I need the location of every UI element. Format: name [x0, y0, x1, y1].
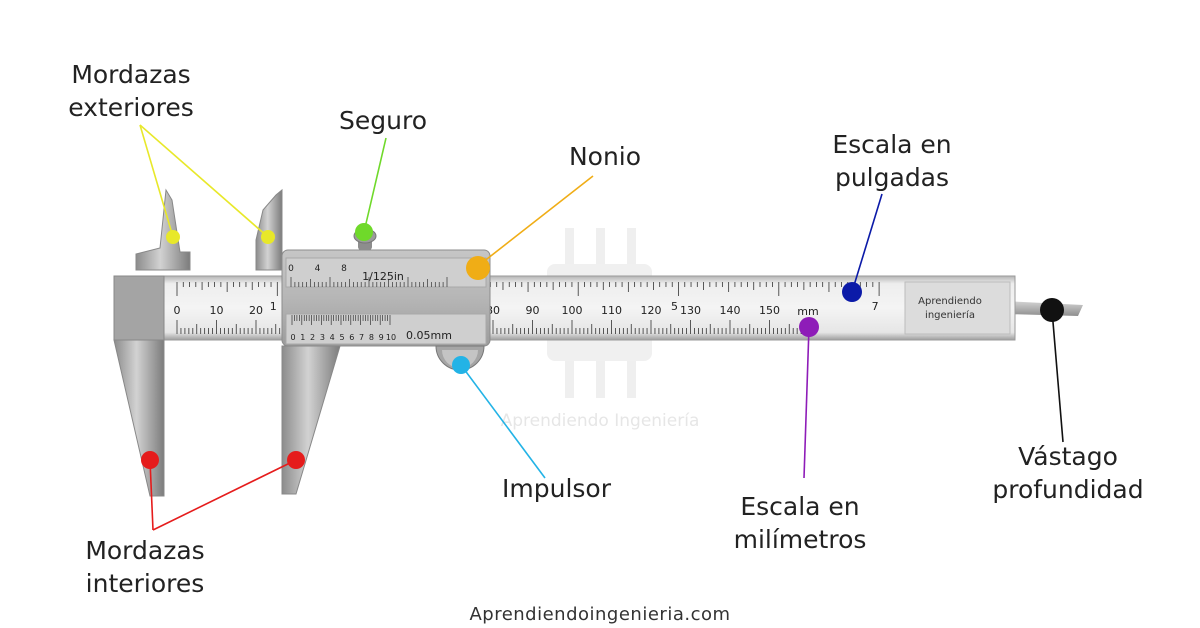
label-mm-scale-line-1: Escala en	[740, 492, 860, 521]
label-outer-jaws: Mordazas exteriores	[50, 58, 212, 124]
lock-dot	[355, 223, 373, 241]
outer-jaws-leader-2	[139, 124, 269, 238]
label-inch-scale-line-2: pulgadas	[834, 163, 950, 192]
outer-jaws-leader-1	[139, 124, 174, 238]
mm-number: 150	[759, 304, 780, 317]
vernier-mm-unit: 0.05mm	[406, 329, 452, 342]
vernier-mm-number: 2	[310, 333, 315, 342]
label-inner-jaws: Mordazas interiores	[60, 534, 230, 600]
vernier-mm-number: 1	[300, 333, 305, 342]
inch-number: 1	[270, 300, 277, 313]
vernier-mm-number: 8	[369, 333, 374, 342]
label-lock-text: Seguro	[339, 106, 427, 135]
thumb-wheel-dot	[452, 356, 470, 374]
callouts	[139, 124, 1064, 531]
vernier-inch-unit: 1/125in	[362, 270, 404, 283]
label-depth-rod-line-1: Vástago	[1018, 442, 1118, 471]
brand-plate-line-2: ingeniería	[925, 309, 975, 321]
inner-jaws-dot-1	[141, 451, 159, 469]
vernier-inch-number: 0	[288, 264, 294, 274]
mm-number: 10	[210, 304, 224, 317]
outer-jaws-dot-1	[166, 230, 180, 244]
inner-jaws-dot-2	[287, 451, 305, 469]
depth-rod-leader	[1051, 309, 1064, 443]
inch-scale-leader	[851, 193, 883, 293]
label-mm-scale-line-2: milímetros	[733, 525, 867, 554]
watermark-text: Aprendiendo Ingeniería	[501, 411, 700, 431]
mm-scale-leader	[803, 326, 810, 479]
vernier-mm-number: 7	[359, 333, 364, 342]
vernier-mm-number: 3	[320, 333, 325, 342]
thumb-wheel-leader	[460, 364, 546, 479]
vernier-inch-number: 4	[315, 264, 321, 274]
mm-number: 0	[174, 304, 181, 317]
mm-number: 110	[601, 304, 622, 317]
label-vernier-text: Nonio	[568, 142, 642, 171]
label-inner-jaws-line-1: Mordazas	[85, 536, 205, 565]
vernier-mm-number: 0	[290, 333, 295, 342]
mm-number: 140	[720, 304, 741, 317]
inch-number: 5	[671, 300, 678, 313]
mm-number: 100	[562, 304, 583, 317]
mm-unit: mm	[797, 305, 818, 318]
vernier-mm-number: 10	[386, 333, 396, 342]
inch-number: 7	[872, 300, 879, 313]
vernier-mm-number: 5	[339, 333, 344, 342]
label-outer-jaws-line-1: Mordazas	[71, 60, 191, 89]
mm-number: 120	[641, 304, 662, 317]
label-outer-jaws-line-2: exteriores	[68, 93, 194, 122]
label-thumb-wheel: Impulsor	[484, 472, 629, 505]
label-inch-scale: Escala en pulgadas	[812, 128, 972, 194]
label-inch-scale-line-1: Escala en	[832, 130, 952, 159]
label-inner-jaws-line-2: interiores	[85, 569, 205, 598]
footer-site: Aprendiendoingenieria.com	[469, 604, 731, 625]
mm-number: 90	[526, 304, 540, 317]
inner-jaws-leader-2	[152, 459, 297, 531]
lock-leader	[363, 137, 387, 233]
label-depth-rod-line-2: profundidad	[992, 475, 1144, 504]
label-vernier: Nonio	[545, 140, 665, 173]
slider	[255, 188, 491, 495]
label-lock: Seguro	[318, 104, 448, 137]
outer-jaws-dot-2	[261, 230, 275, 244]
vernier-leader	[477, 175, 594, 267]
mm-number: 130	[680, 304, 701, 317]
label-depth-rod: Vástago profundidad	[978, 440, 1158, 506]
brand-plate-line-1: Aprendiendo	[918, 296, 982, 307]
vernier-inch-number: 8	[341, 264, 347, 274]
mm-scale-dot	[799, 317, 819, 337]
inner-jaws-leader-1	[149, 459, 154, 531]
vernier-mm-number: 6	[349, 333, 354, 342]
label-mm-scale: Escala en milímetros	[715, 490, 885, 556]
inch-scale-dot	[842, 282, 862, 302]
vernier-mm-number: 4	[330, 333, 335, 342]
depth-rod-dot	[1040, 298, 1064, 322]
label-thumb-wheel-text: Impulsor	[502, 474, 611, 503]
vernier-mm-number: 9	[379, 333, 384, 342]
vernier-dot	[466, 256, 490, 280]
mm-number: 20	[249, 304, 263, 317]
